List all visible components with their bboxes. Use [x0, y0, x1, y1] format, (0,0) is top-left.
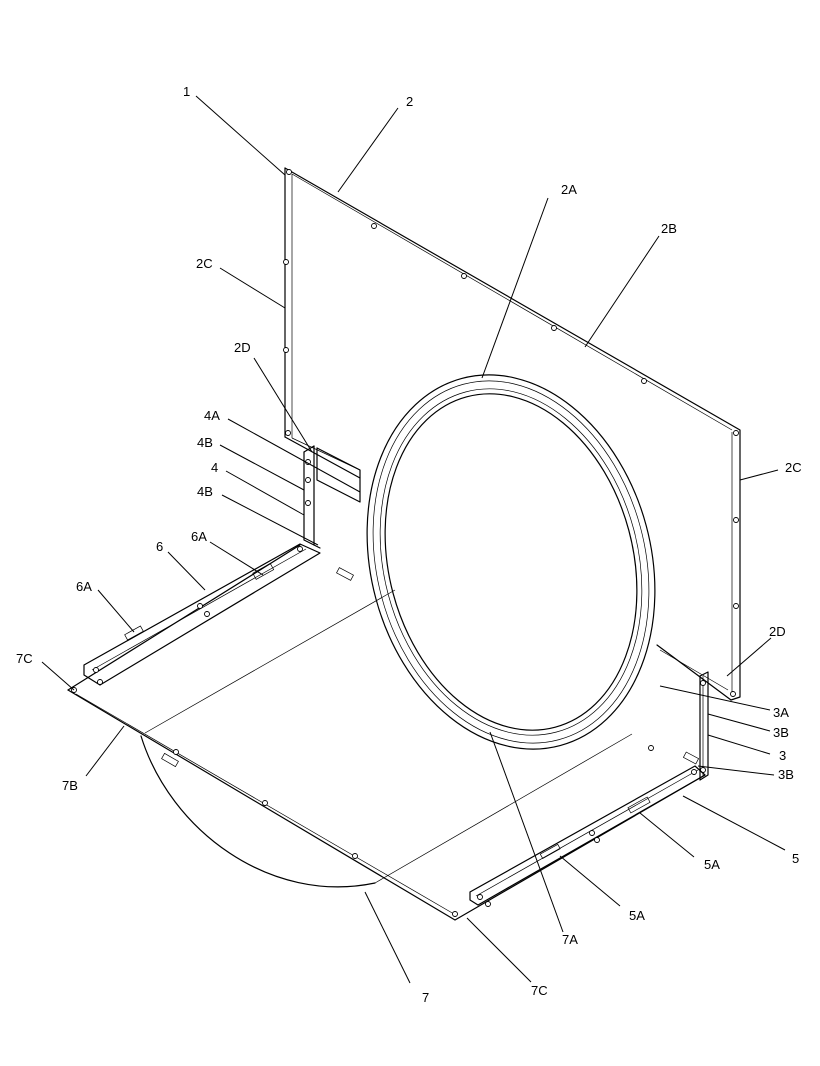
callout-labels: 1 2 2A 2B 2C 2C 2D 2D 4A 4B 4 4B 6 6A 6A…: [16, 84, 802, 1005]
callout-2b: 2B: [661, 221, 677, 236]
callout-6a-right: 6A: [191, 529, 207, 544]
bottom-plate: [67, 544, 706, 921]
callout-4a: 4A: [204, 408, 220, 423]
callout-4b-top: 4B: [197, 435, 213, 450]
callout-2c-left: 2C: [196, 256, 213, 271]
callout-2d-left: 2D: [234, 340, 251, 355]
callout-7a: 7A: [562, 932, 578, 947]
back-panel-holes: [283, 169, 739, 697]
callout-3b-bottom: 3B: [778, 767, 794, 782]
callout-1: 1: [183, 84, 190, 99]
callout-5: 5: [792, 851, 799, 866]
callout-2c-right: 2C: [785, 460, 802, 475]
ring: [366, 374, 656, 750]
angle-5: [469, 765, 706, 907]
callout-3a: 3A: [773, 705, 789, 720]
callout-4: 4: [211, 460, 218, 475]
callout-5a-top: 5A: [704, 857, 720, 872]
bracket-3: [648, 671, 709, 781]
leader-lines: [41, 95, 786, 984]
callout-5a-bottom: 5A: [629, 908, 645, 923]
callout-7c-right: 7C: [531, 983, 548, 998]
angle-6: [83, 543, 354, 686]
callout-7c-left: 7C: [16, 651, 33, 666]
callout-3: 3: [779, 748, 786, 763]
callout-2a: 2A: [561, 182, 577, 197]
callout-2: 2: [406, 94, 413, 109]
callout-3b-top: 3B: [773, 725, 789, 740]
callout-2d-right: 2D: [769, 624, 786, 639]
callout-7: 7: [422, 990, 429, 1005]
callout-7b: 7B: [62, 778, 78, 793]
callout-6: 6: [156, 539, 163, 554]
bracket-4: [303, 445, 361, 549]
callout-4b-bottom: 4B: [197, 484, 213, 499]
callout-6a-left: 6A: [76, 579, 92, 594]
back-panel: [284, 167, 741, 701]
